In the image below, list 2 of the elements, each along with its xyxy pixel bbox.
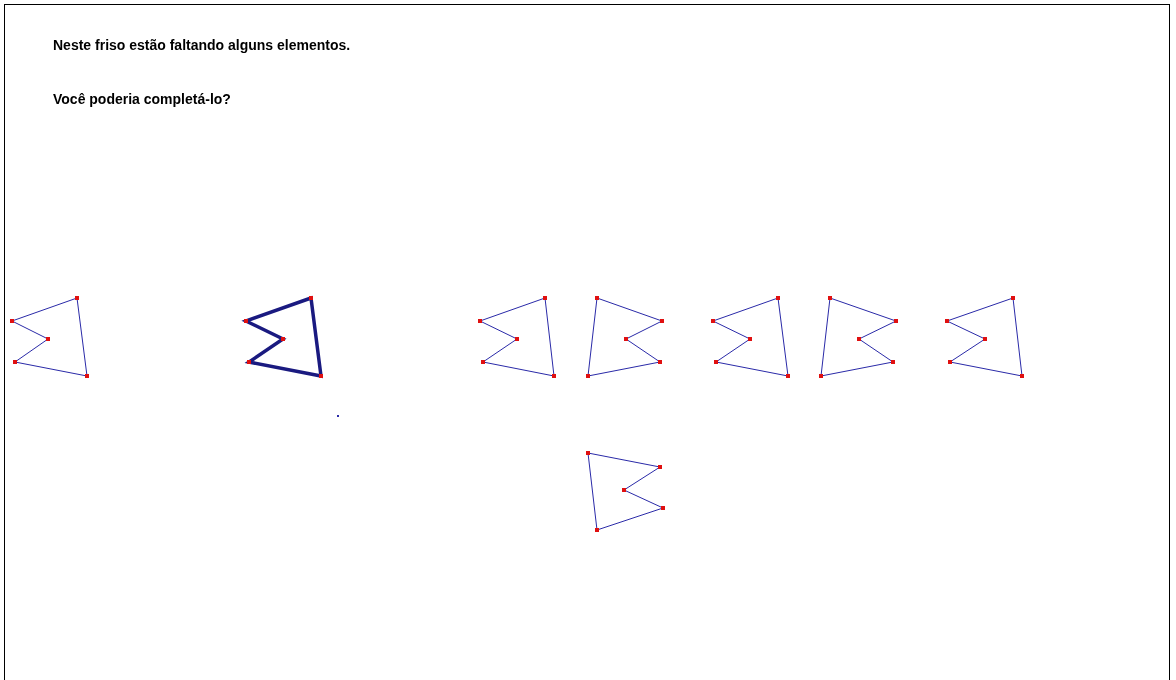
instruction-text: Neste friso estão faltando alguns elementos. xyxy=(53,36,352,54)
instruction-text: Você poderia completá-lo? xyxy=(53,90,232,108)
